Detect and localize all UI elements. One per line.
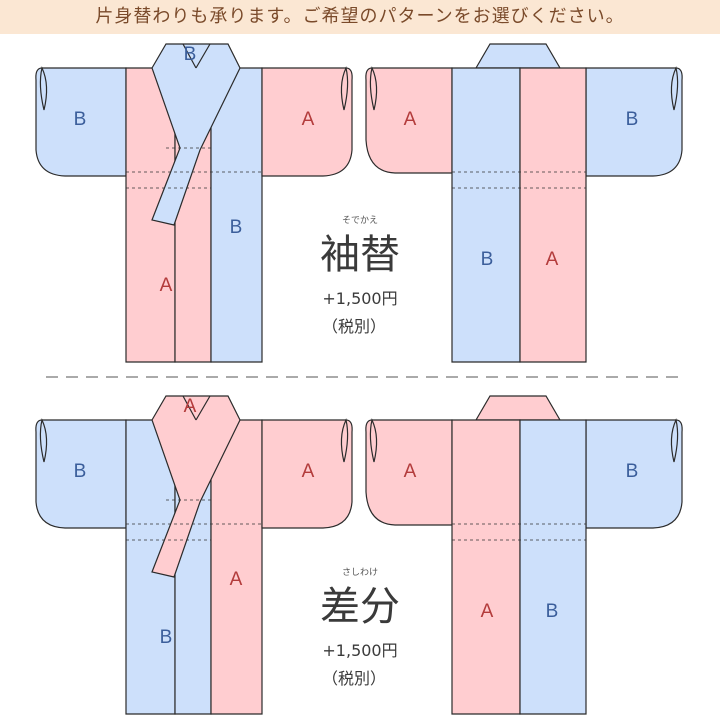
label-left-sleeve: B xyxy=(74,461,87,482)
collar-line xyxy=(195,395,211,421)
collar-line xyxy=(182,395,197,421)
back-right-sleeve xyxy=(585,67,683,177)
header-banner: 片身替わりも承ります。ご希望のパターンをお選びください。 xyxy=(0,0,720,34)
label-right-panel: A xyxy=(230,569,243,590)
label-right-panel: B xyxy=(230,217,243,238)
label-right-sleeve: B xyxy=(626,109,639,130)
label-right-panel: A xyxy=(546,249,559,270)
back-left-panel xyxy=(451,67,521,363)
pattern-ruby: さしわけ xyxy=(342,567,378,578)
front-left-sleeve xyxy=(35,419,127,529)
label-left-panel: A xyxy=(481,601,494,622)
label-left-panel: A xyxy=(160,275,173,296)
pattern-name: 差分 xyxy=(320,584,400,630)
front-left-sleeve xyxy=(35,67,127,177)
back-right-panel xyxy=(519,419,587,715)
back-right-cuff xyxy=(670,418,679,463)
pattern-price: +1,500円 xyxy=(322,641,397,660)
back-right-panel xyxy=(519,67,587,363)
label-left-sleeve: A xyxy=(404,461,417,482)
front-left-cuff xyxy=(39,66,48,111)
front-left-cuff xyxy=(39,418,48,463)
front-right-sleeve xyxy=(261,67,353,177)
pattern-price: +1,500円 xyxy=(322,289,397,308)
front-right-cuff xyxy=(340,66,349,111)
label-right-sleeve: A xyxy=(302,461,315,482)
back-left-cuff xyxy=(369,66,378,111)
label-right-sleeve: B xyxy=(626,461,639,482)
pattern-tax: （税別） xyxy=(322,317,386,336)
front-right-panel xyxy=(210,419,263,715)
label-left-sleeve: B xyxy=(74,109,87,130)
back-right-cuff xyxy=(670,66,679,111)
back-yoke xyxy=(474,395,562,421)
label-collar: B xyxy=(184,44,197,65)
back-right-sleeve xyxy=(585,419,683,529)
label-left-panel: B xyxy=(160,627,173,648)
pattern-name: 袖替 xyxy=(320,232,400,278)
banner-text: 片身替わりも承ります。ご希望のパターンをお選びください。 xyxy=(95,6,625,27)
front-right-cuff xyxy=(340,418,349,463)
label-left-panel: B xyxy=(481,249,494,270)
front-right-panel xyxy=(210,67,263,363)
label-right-sleeve: A xyxy=(302,109,315,130)
pattern-ruby: そでかえ xyxy=(342,215,378,226)
label-right-panel: B xyxy=(546,601,559,622)
back-yoke xyxy=(474,43,562,69)
collar-line xyxy=(195,43,211,69)
collar-line xyxy=(182,43,197,69)
back-left-sleeve xyxy=(365,67,453,174)
back-left-cuff xyxy=(369,418,378,463)
label-left-sleeve: A xyxy=(404,109,417,130)
front-right-sleeve xyxy=(261,419,353,529)
back-left-panel xyxy=(451,419,521,715)
back-left-sleeve xyxy=(365,419,453,526)
pattern-tax: （税別） xyxy=(322,669,386,688)
label-collar: A xyxy=(184,396,197,417)
